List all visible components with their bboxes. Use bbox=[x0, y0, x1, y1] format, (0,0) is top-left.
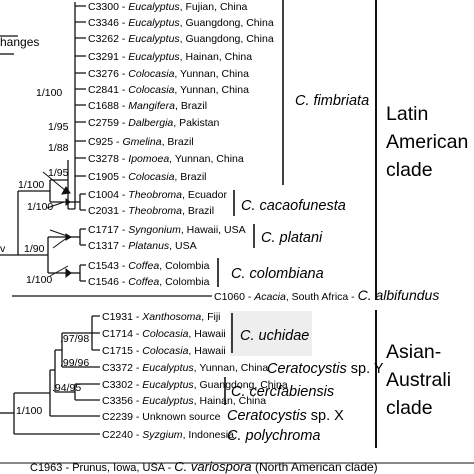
support-value: 1/100 bbox=[27, 201, 53, 213]
clade-sp-y: Ceratocystis sp. Y bbox=[267, 361, 384, 377]
group-asian-line3: clade bbox=[386, 397, 433, 419]
support-value: 1/90 bbox=[24, 243, 45, 255]
branch bbox=[91, 315, 100, 351]
clade-cacaofunesta: C. cacaofunesta bbox=[241, 198, 346, 214]
clade-uchidae: C. uchidae bbox=[240, 328, 309, 344]
group-latin-line3: clade bbox=[386, 159, 433, 181]
uchidae-highlight bbox=[230, 311, 312, 356]
support-value: 1/100 bbox=[18, 179, 44, 191]
clade-platani: C. platani bbox=[261, 230, 323, 246]
clade-names: C. fimbriata C. cacaofunesta C. platani … bbox=[227, 93, 384, 444]
tip-label: C2031 - Theobroma, Brazil bbox=[88, 205, 214, 217]
tip-label: C1931 - Xanthosoma, Fiji bbox=[102, 311, 221, 323]
support-value: 1/100 bbox=[16, 405, 42, 417]
tip-label: C3291 - Eucalyptus, Hainan, China bbox=[88, 51, 252, 63]
branch bbox=[79, 193, 86, 211]
tip-label: C1688 - Mangifera, Brazil bbox=[88, 100, 207, 112]
branch bbox=[54, 349, 75, 393]
scale-label: hanges bbox=[0, 35, 39, 49]
clade-polychroma: C. polychroma bbox=[227, 428, 320, 444]
tip-label: C3300 - Eucalyptus, Fujian, China bbox=[88, 1, 248, 13]
tip-label: C1715 - Colocasia, Hawaii bbox=[102, 345, 226, 357]
support-values: 1/100 1/95 1/88 1/95 1/100 1/100 1/90 1/… bbox=[0, 87, 89, 417]
tip-label: C1905 - Colocasia, Brazil bbox=[88, 171, 207, 183]
tip-label: C3276 - Colocasia, Yunnan, China bbox=[88, 68, 249, 80]
branch bbox=[17, 190, 50, 256]
group-asian-line2: Australi bbox=[386, 369, 451, 391]
support-pointers bbox=[42, 171, 72, 279]
tip-label: C3278 - Ipomoea, Yunnan, China bbox=[88, 153, 244, 165]
tip-label: C1060 - Acacia, South Africa - C. albifu… bbox=[214, 287, 439, 303]
tip-label: C925 - Gmelina, Brazil bbox=[88, 136, 194, 148]
support-value: .97/98 bbox=[60, 333, 89, 345]
tip-label: C3372 - Eucalyptus, Yunnan, China bbox=[102, 362, 268, 374]
support-value: 1/95 bbox=[48, 167, 69, 179]
group-latin-line2: American bbox=[386, 131, 468, 153]
tip-label: C3262 - Eucalyptus, Guangdong, China bbox=[88, 33, 274, 45]
tip-label: C1546 - Coffea, Colombia bbox=[88, 276, 210, 288]
outgroup-label: C1963 - Prunus, Iowa, USA - C. variospor… bbox=[30, 459, 378, 474]
group-latin-line1: Latin bbox=[386, 103, 428, 125]
tip-label: C1717 - Syngonium, Hawaii, USA bbox=[88, 224, 246, 236]
branch bbox=[79, 228, 86, 246]
branch bbox=[75, 5, 86, 177]
group-asian-line1: Asian- bbox=[386, 341, 441, 363]
tip-label: C2239 - Unknown source bbox=[102, 411, 221, 423]
scale-bar: hanges bbox=[0, 35, 39, 55]
clade-fimbriata: C. fimbriata bbox=[295, 93, 369, 109]
support-value: .94/95 bbox=[52, 382, 81, 394]
branch bbox=[79, 264, 86, 282]
tip-label: C2240 - Syzgium, Indonesia bbox=[102, 429, 234, 441]
tip-label: C1317 - Platanus, USA bbox=[88, 240, 197, 252]
tip-label: C1543 - Coffea, Colombia bbox=[88, 260, 210, 272]
support-value: 1/88 bbox=[48, 142, 69, 154]
branch bbox=[47, 236, 70, 274]
clade-sp-x: Ceratocystis sp. X bbox=[227, 408, 344, 424]
tip-label: C3302 - Eucalyptus, Guangdong, China bbox=[102, 379, 288, 391]
support-value: .99/96 bbox=[60, 357, 89, 369]
support-value: 1/100 bbox=[26, 274, 52, 286]
support-value: v bbox=[0, 243, 6, 255]
tip-label: C2841 - Colocasia, Yunnan, China bbox=[88, 84, 249, 96]
group-labels: Latin American clade Asian- Australi cla… bbox=[386, 103, 468, 419]
support-value: 1/95 bbox=[48, 121, 69, 133]
support-value: 1/100 bbox=[36, 87, 62, 99]
tip-label: C1714 - Colocasia, Hawaii bbox=[102, 328, 226, 340]
clade-colombiana: C. colombiana bbox=[231, 266, 324, 282]
clade-brackets bbox=[217, 0, 377, 448]
tip-label: C2759 - Dalbergia, Pakistan bbox=[88, 117, 220, 129]
tip-label: C1004 - Theobroma, Ecuador bbox=[88, 189, 227, 201]
clade-cercfabiensis: C. cercfabiensis bbox=[231, 384, 334, 400]
tip-label: C3356 - Eucalyptus, Hainan, China bbox=[102, 395, 266, 407]
tip-label: C3346 - Eucalyptus, Guangdong, China bbox=[88, 17, 274, 29]
